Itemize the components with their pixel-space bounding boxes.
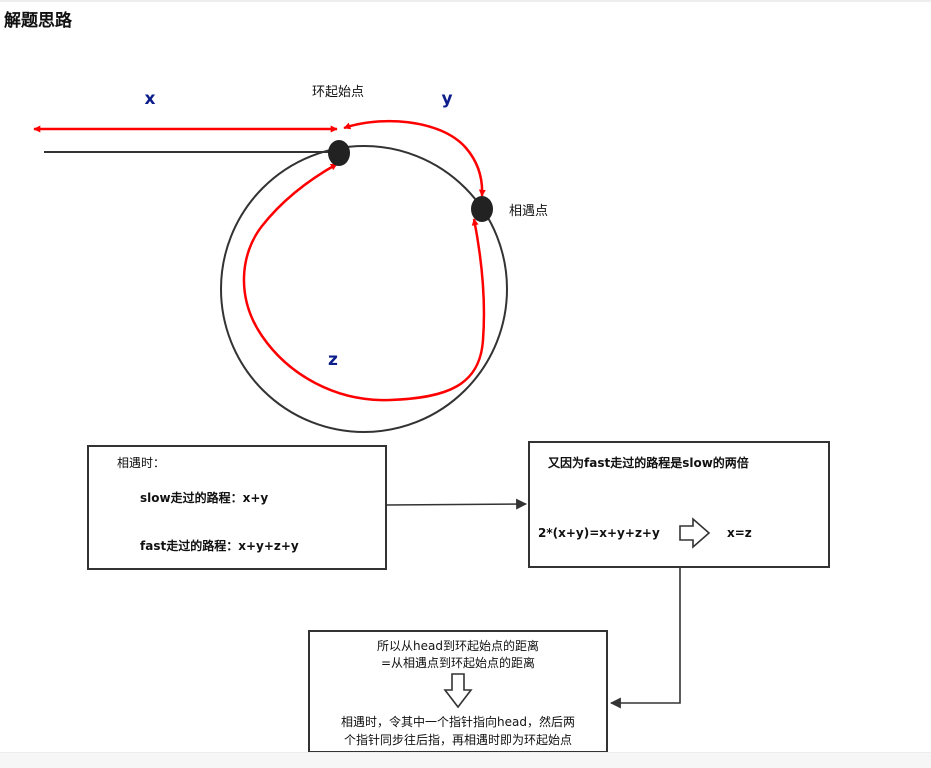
meeting-point-label: 相遇点 [509, 204, 548, 219]
equation-left: 2*(x+y)=x+y+z+y [538, 526, 660, 540]
down-implies-arrow [443, 673, 473, 709]
y-distance-arrow [343, 119, 486, 197]
loop-start-label: 环起始点 [312, 85, 364, 100]
double-distance-box [528, 441, 830, 568]
section-title: 解题思路 [4, 11, 72, 31]
meeting-box-title: 相遇时： [117, 456, 165, 470]
double-distance-title: 又因为fast走过的路程是slow的两倍 [547, 455, 749, 470]
double-to-conclusion-arrow [609, 567, 681, 709]
cycle-loop [220, 145, 508, 433]
loop-start-node [328, 140, 350, 166]
meeting-to-double-arrow [385, 498, 528, 510]
fast-distance-text: fast走过的路程：x+y+z+y [140, 538, 299, 553]
z-distance-arrow [242, 162, 486, 402]
equation-right: x=z [727, 526, 752, 540]
y-label: y [441, 89, 452, 109]
bottom-divider [0, 752, 931, 768]
implies-arrow [679, 517, 711, 549]
conclusion-line-2: =从相遇点到环起始点的距离 [381, 655, 535, 670]
x-label: x [145, 89, 156, 109]
z-label: z [328, 350, 338, 370]
meeting-box [87, 445, 387, 570]
slow-distance-text: slow走过的路程：x+y [140, 490, 268, 505]
meeting-point-node [471, 196, 493, 222]
conclusion-line-1: 所以从head到环起始点的距离 [377, 638, 539, 653]
conclusion-line-4: 个指针同步往后指，再相遇时即为环起始点 [344, 732, 572, 747]
conclusion-line-3: 相遇时，令其中一个指针指向head，然后两 [341, 714, 575, 729]
top-divider [0, 0, 931, 2]
